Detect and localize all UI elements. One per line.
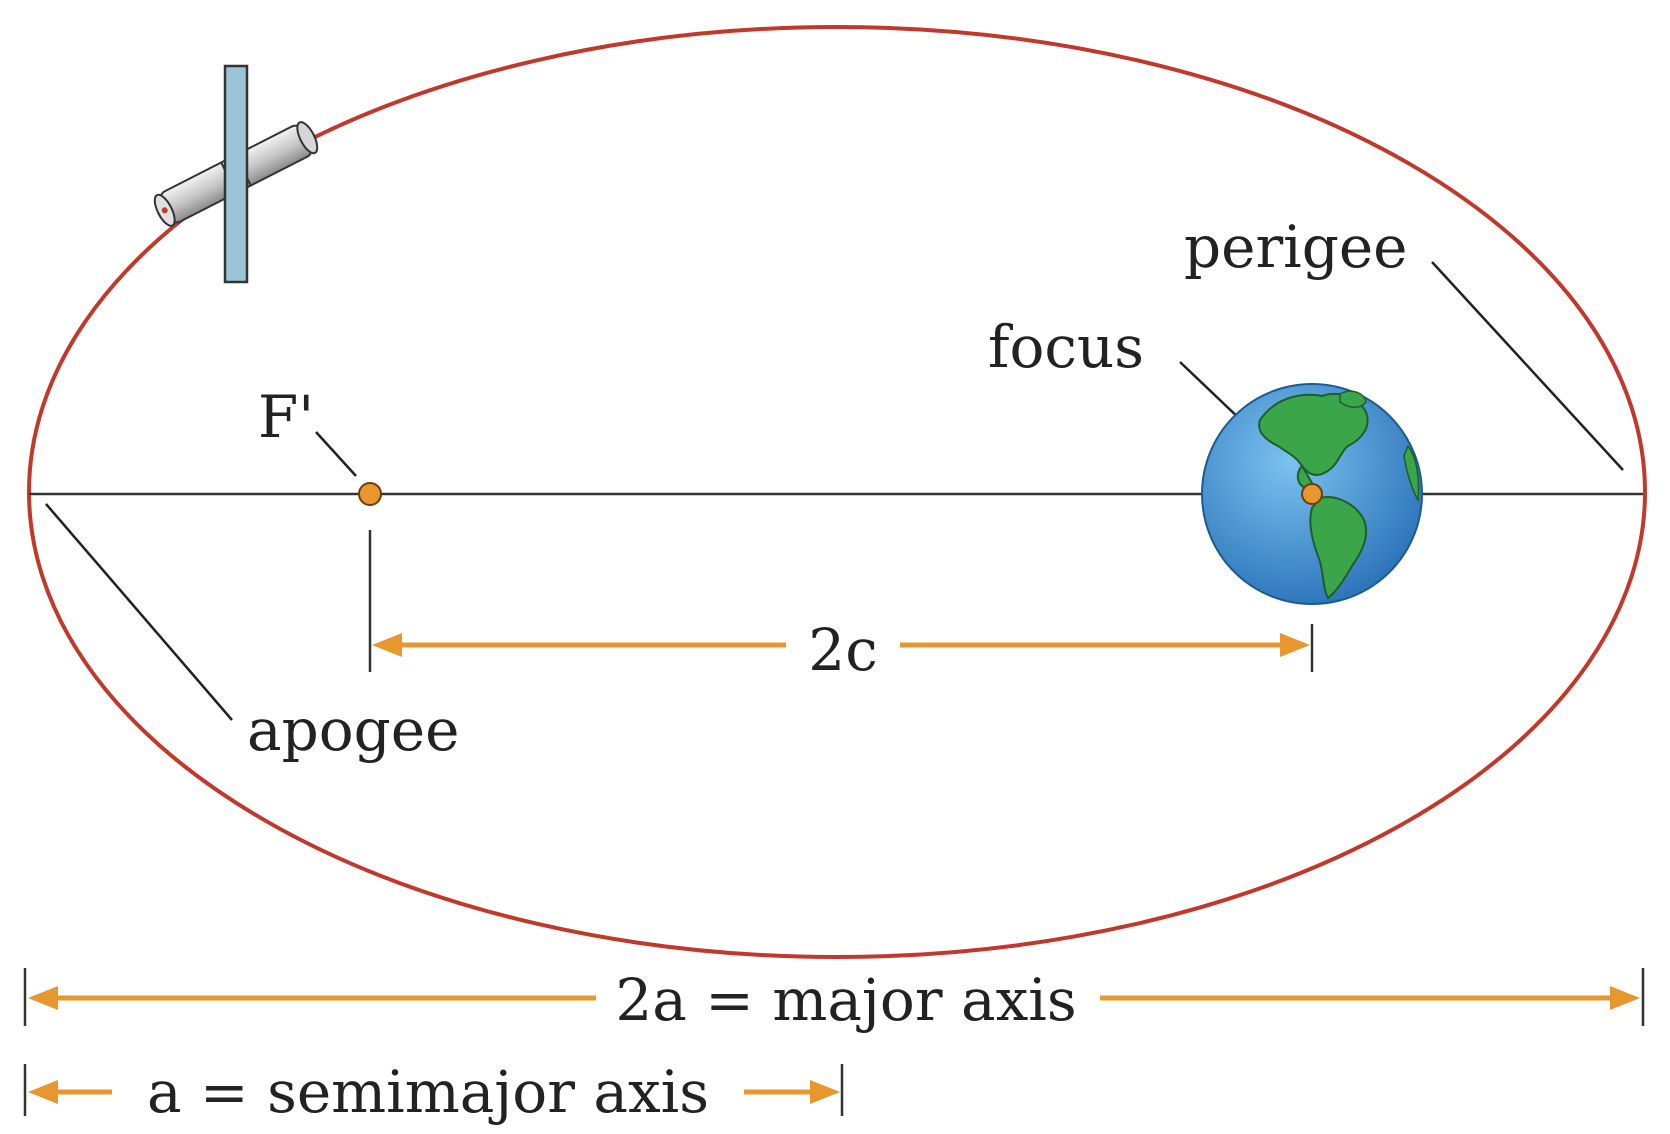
- semimajor-axis-right-arrow: [744, 1080, 840, 1104]
- major-axis-label: 2a = major axis: [615, 966, 1076, 1034]
- 2c-left-arrow: [372, 633, 786, 657]
- 2c-right-arrow: [900, 633, 1310, 657]
- focus-label: focus: [988, 313, 1144, 381]
- apogee-label: apogee: [247, 696, 459, 764]
- semimajor-axis-label: a = semimajor axis: [147, 1058, 709, 1126]
- major-axis-right-arrow: [1100, 986, 1640, 1010]
- perigee-leader: [1431, 261, 1624, 471]
- f-prime-dot: [358, 482, 382, 506]
- focus-dot: [1301, 483, 1323, 505]
- 2c-label: 2c: [808, 616, 877, 684]
- perigee-label: perigee: [1184, 213, 1408, 281]
- f-prime-leader: [315, 431, 357, 477]
- semimajor-axis-left-arrow: [28, 1080, 112, 1104]
- apogee-leader: [45, 503, 233, 721]
- f-prime-label: F': [258, 383, 314, 451]
- orbit-ellipse: [27, 25, 1647, 959]
- satellite-icon: [153, 64, 319, 284]
- major-axis-left-arrow: [28, 986, 596, 1010]
